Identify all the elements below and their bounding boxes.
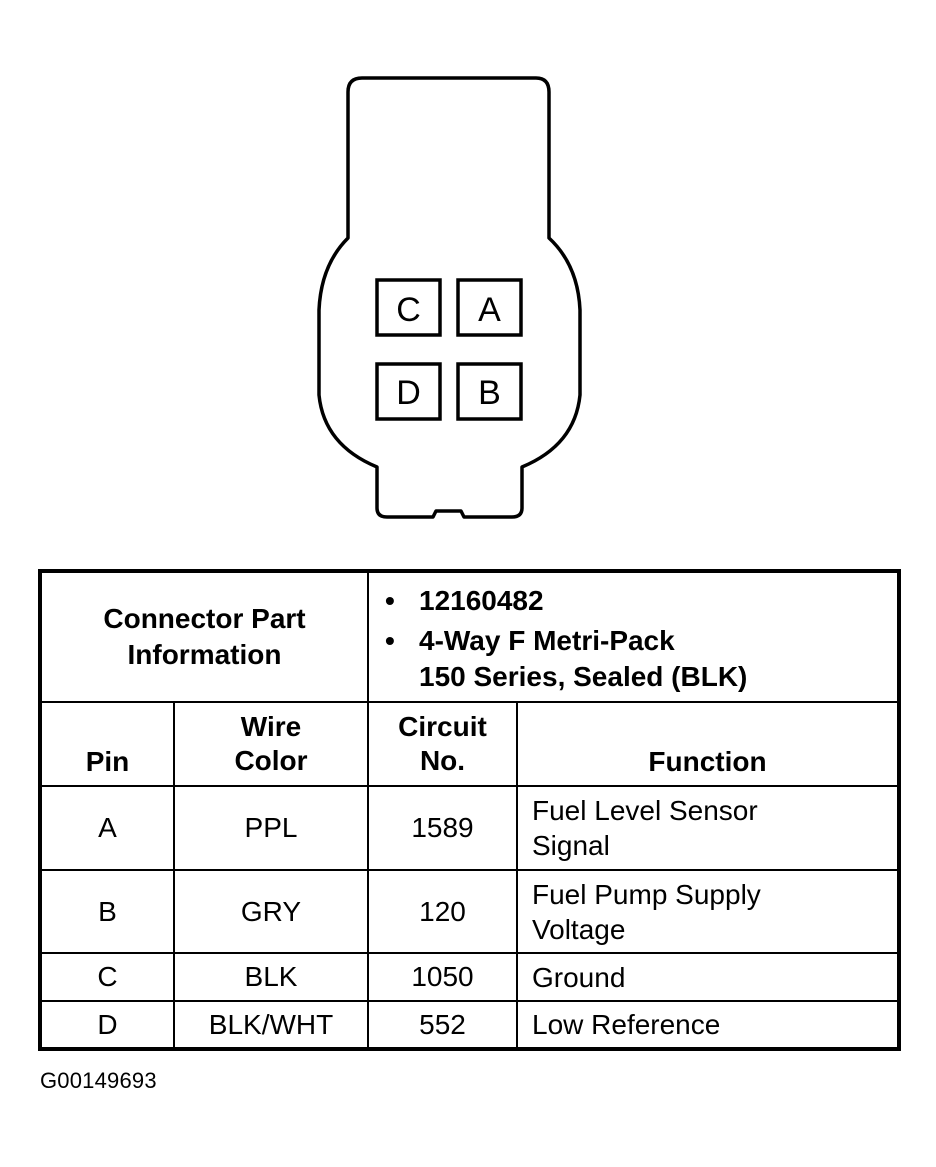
pin-label-a: A <box>478 291 501 329</box>
pin-cell: A <box>39 785 175 871</box>
connector-body-outline <box>317 76 582 519</box>
pin-label-c: C <box>396 291 421 329</box>
wire-color-cell: PPL <box>173 785 369 871</box>
function-cell: Low Reference <box>516 1000 900 1050</box>
pin-box-c: C <box>375 278 442 337</box>
circuit-cell: 120 <box>367 869 518 954</box>
bullet-icon: • <box>385 585 395 616</box>
pin-box-a: A <box>456 278 523 337</box>
bullet-item-connector-type: • 4-Way F Metri-Pack 150 Series, Sealed … <box>385 623 897 695</box>
pin-cell: C <box>39 952 175 1002</box>
column-header-circuit-line2: No. <box>419 745 466 776</box>
pin-label-d: D <box>396 374 421 412</box>
bullet-icon: • <box>385 625 395 656</box>
pin-box-b: B <box>456 362 523 421</box>
column-header-pin: Pin <box>39 701 175 787</box>
part-info-header-line2: Information <box>127 639 282 670</box>
table-row: B GRY 120 Fuel Pump Supply Voltage <box>39 869 900 954</box>
connector-type: 4-Way F Metri-Pack 150 Series, Sealed (B… <box>419 625 748 692</box>
pin-box-d: D <box>375 362 442 421</box>
part-info-row: Connector Part Information • 12160482 • … <box>39 570 900 703</box>
column-header-wire-line2: Color <box>234 745 308 776</box>
column-header-wire-line1: Wire <box>240 711 302 742</box>
pin-cell: D <box>39 1000 175 1050</box>
figure-id: G00149693 <box>40 1068 157 1093</box>
connector-info-table: Connector Part Information • 12160482 • … <box>38 569 901 1051</box>
column-header-pin-label: Pin <box>85 746 130 777</box>
pin-label-b: B <box>478 374 501 412</box>
table-row: A PPL 1589 Fuel Level Sensor Signal <box>39 785 900 871</box>
pin-cell: B <box>39 869 175 954</box>
function-cell: Ground <box>516 952 900 1002</box>
part-info-header-line1: Connector Part <box>103 603 306 634</box>
circuit-cell: 1050 <box>367 952 518 1002</box>
function-cell: Fuel Level Sensor Signal <box>516 785 900 871</box>
part-info-header: Connector Part Information <box>39 570 369 703</box>
column-header-circuit-no: Circuit No. <box>367 701 518 787</box>
table-row: D BLK/WHT 552 Low Reference <box>39 1000 900 1050</box>
wire-color-cell: BLK/WHT <box>173 1000 369 1050</box>
column-header-function-label: Function <box>648 746 767 777</box>
column-header-wire-color: Wire Color <box>173 701 369 787</box>
circuit-cell: 552 <box>367 1000 518 1050</box>
wire-color-cell: BLK <box>173 952 369 1002</box>
function-cell: Fuel Pump Supply Voltage <box>516 869 900 954</box>
wire-color-cell: GRY <box>173 869 369 954</box>
column-header-function: Function <box>516 701 900 787</box>
column-header-circuit-line1: Circuit <box>398 711 487 742</box>
table-row: C BLK 1050 Ground <box>39 952 900 1002</box>
circuit-cell: 1589 <box>367 785 518 871</box>
part-number: 12160482 <box>419 585 544 616</box>
column-header-row: Pin Wire Color Circuit No. Function <box>39 701 900 787</box>
bullet-item-part-number: • 12160482 <box>385 583 897 619</box>
part-info-bullets: • 12160482 • 4-Way F Metri-Pack 150 Seri… <box>367 570 900 703</box>
connector-face-diagram: C A D B <box>317 76 582 519</box>
